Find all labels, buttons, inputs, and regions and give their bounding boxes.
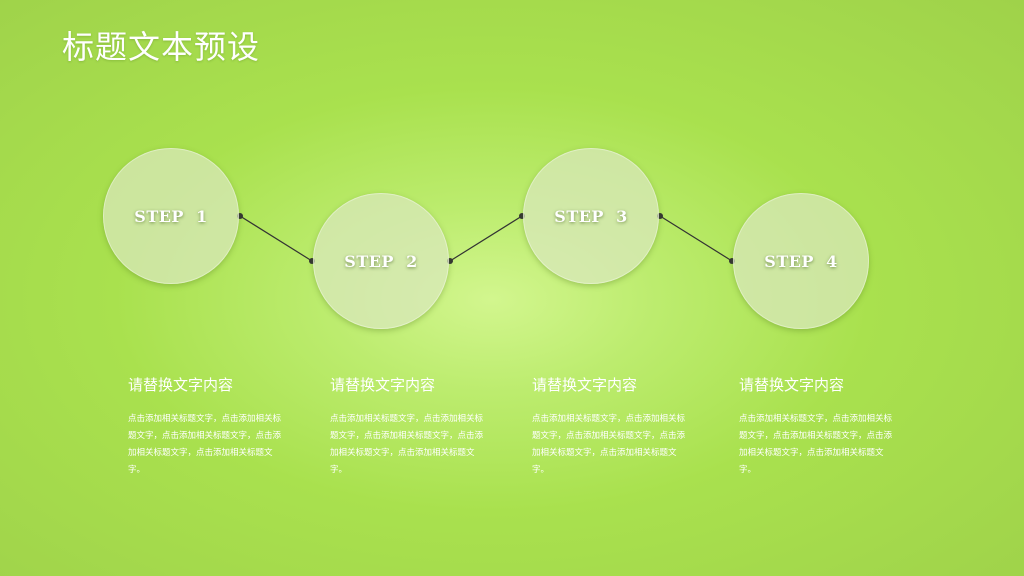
step-2-heading: 请替换文字内容 [330,376,436,394]
step-3-label: STEP 3 [554,206,628,226]
step-4-label: STEP 4 [764,251,838,271]
connector-line-1-2 [239,215,313,262]
step-3-circle: STEP 3 [523,148,659,284]
step-2-label: STEP 2 [344,251,418,271]
connector-line-2-3 [449,215,523,262]
step-2-caption: 请替换文字内容 点击添加相关标题文字，点击添加相关标题文字，点击添加相关标题文字… [330,374,520,479]
step-4-circle: STEP 4 [733,193,869,329]
step-4-caption: 请替换文字内容 点击添加相关标题文字，点击添加相关标题文字，点击添加相关标题文字… [739,374,929,479]
connector-line-3-4 [659,215,733,262]
step-3-heading: 请替换文字内容 [532,376,638,394]
slide-title: 标题文本预设 [62,28,261,66]
step-1-body: 点击添加相关标题文字，点击添加相关标题文字，点击添加相关标题文字，点击添加相关标… [128,414,282,475]
step-1-label: STEP 1 [134,206,208,226]
step-3-body: 点击添加相关标题文字，点击添加相关标题文字，点击添加相关标题文字，点击添加相关标… [532,414,686,475]
step-4-body: 点击添加相关标题文字，点击添加相关标题文字，点击添加相关标题文字，点击添加相关标… [739,414,893,475]
step-1-circle: STEP 1 [103,148,239,284]
step-1-heading: 请替换文字内容 [128,376,234,394]
step-3-caption: 请替换文字内容 点击添加相关标题文字，点击添加相关标题文字，点击添加相关标题文字… [532,374,722,479]
step-4-heading: 请替换文字内容 [739,376,845,394]
step-2-body: 点击添加相关标题文字，点击添加相关标题文字，点击添加相关标题文字，点击添加相关标… [330,414,484,475]
step-1-caption: 请替换文字内容 点击添加相关标题文字，点击添加相关标题文字，点击添加相关标题文字… [128,374,318,479]
step-2-circle: STEP 2 [313,193,449,329]
